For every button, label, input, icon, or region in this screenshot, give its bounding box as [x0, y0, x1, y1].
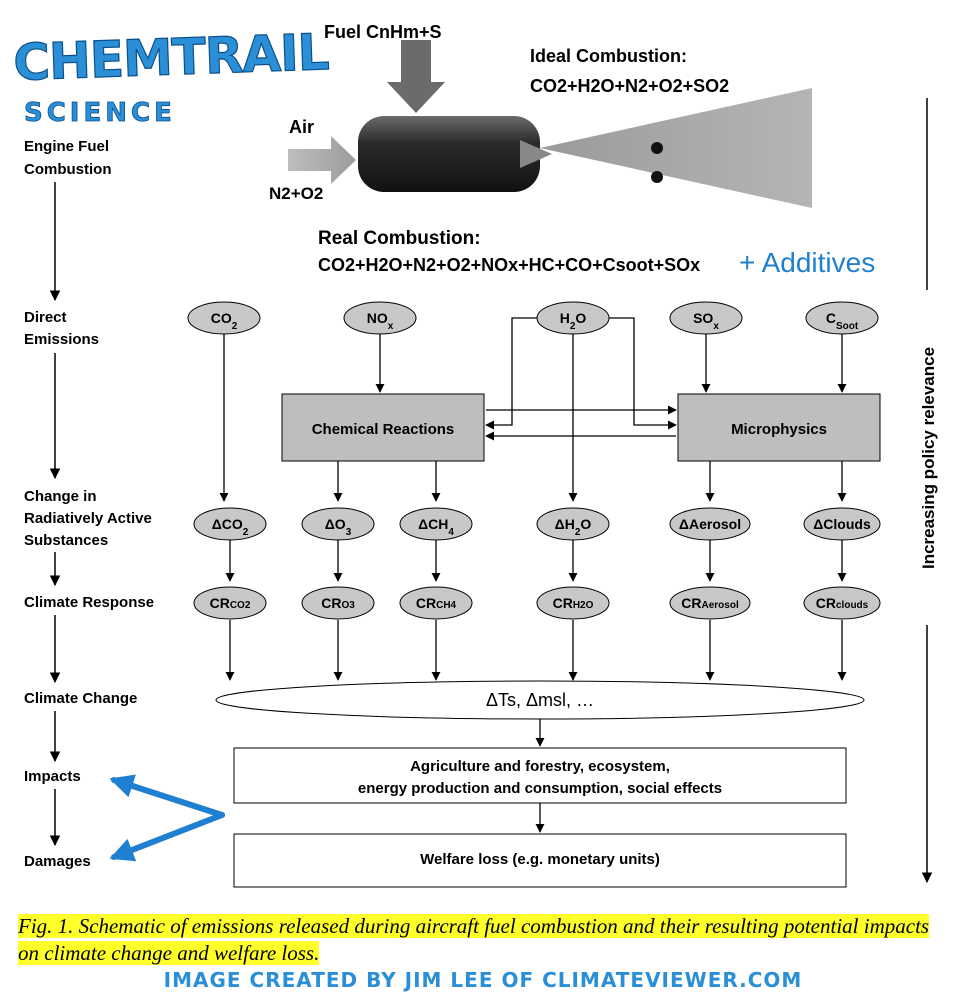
substance-nodes: ΔCO2 ΔO3 ΔCH4 ΔH2O ΔAerosol ΔClouds	[193, 507, 881, 541]
additives-label: + Additives	[739, 247, 875, 278]
air-label: Air	[289, 117, 314, 137]
climate-change-node: ΔTs, Δmsl, …	[215, 680, 865, 720]
logo-subtitle: SCIENCE	[24, 98, 176, 128]
air-mix-label: N2+O2	[269, 184, 323, 203]
impacts-line1: Agriculture and forestry, ecosystem,	[410, 758, 670, 775]
response-o3	[301, 586, 375, 620]
plume-dot	[651, 142, 663, 154]
damages-box: Welfare loss (e.g. monetary units)	[233, 833, 847, 888]
figure-caption: Fig. 1. Schematic of emissions released …	[18, 914, 930, 965]
chemtrail-science-logo: CHEMTRAIL SCIENCE	[12, 22, 330, 128]
stage-labels: Engine Fuel Combustion Direct Emissions …	[24, 138, 154, 870]
air-arrow	[288, 136, 356, 184]
real-combustion-title: Real Combustion:	[318, 228, 481, 249]
stage-change-line3: Substances	[24, 532, 108, 549]
blue-arrow-damages	[109, 812, 225, 862]
stage-change-line1: Change in	[24, 488, 97, 505]
exhaust-plume	[540, 88, 812, 208]
side-label: Increasing policy relevance	[919, 347, 938, 569]
stage-direct-line1: Direct	[24, 309, 67, 326]
response-h2o	[536, 586, 610, 620]
impacts-box: Agriculture and forestry, ecosystem, ene…	[233, 747, 847, 804]
microphysics-label: Microphysics	[731, 421, 827, 438]
connections	[219, 317, 847, 833]
stage-change-line2: Radiatively Active	[24, 510, 152, 527]
svg-text:ΔClouds: ΔClouds	[813, 516, 871, 532]
substance-h2o	[536, 507, 610, 541]
fuel-label: Fuel CnHm+S	[324, 22, 442, 42]
substance-clouds	[803, 507, 881, 541]
substance-ch4	[399, 507, 473, 541]
plume-dot	[651, 171, 663, 183]
stage-damages: Damages	[24, 853, 91, 870]
response-nodes: CRCO2 CRO3 CRCH4 CRH2O CRAerosol CRcloud…	[193, 586, 881, 620]
damages-text: Welfare loss (e.g. monetary units)	[420, 851, 660, 868]
chemical-reactions-box	[281, 393, 485, 462]
response-clouds	[803, 586, 881, 620]
fuel-arrow	[387, 40, 445, 113]
chemical-reactions-label: Chemical Reactions	[312, 421, 455, 438]
substance-aerosol	[669, 507, 751, 541]
real-combustion-formula: CO2+H2O+N2+O2+NOx+HC+CO+Csoot+SOx	[318, 255, 700, 275]
credit-line: Image created by Jim Lee of ClimateViewe…	[163, 968, 803, 992]
climate-change-text: ΔTs, Δmsl, …	[486, 690, 594, 710]
substance-co2	[193, 507, 267, 541]
engine-graphic	[288, 40, 812, 208]
stage-impacts: Impacts	[24, 768, 81, 785]
response-aerosol	[669, 586, 751, 620]
substance-o3	[301, 507, 375, 541]
stage-response: Climate Response	[24, 594, 154, 611]
impacts-line2: energy production and consumption, socia…	[358, 780, 722, 797]
stage-engine-line1: Engine Fuel	[24, 138, 109, 155]
stage-climate-change: Climate Change	[24, 690, 137, 707]
logo-title: CHEMTRAIL	[12, 23, 329, 92]
blue-arrow-impacts	[109, 774, 225, 818]
ideal-combustion-title: Ideal Combustion:	[530, 46, 687, 66]
stage-engine-line2: Combustion	[24, 161, 112, 178]
engine-nozzle	[520, 140, 552, 168]
stage-direct-line2: Emissions	[24, 331, 99, 348]
policy-relevance-axis: Increasing policy relevance	[919, 98, 938, 884]
microphysics-box	[677, 393, 881, 462]
svg-text:ΔAerosol: ΔAerosol	[679, 516, 741, 532]
blue-chevron-arrows	[109, 774, 225, 862]
process-boxes: Chemical Reactions Microphysics	[281, 393, 881, 462]
response-co2	[193, 586, 267, 620]
engine-body	[358, 116, 540, 192]
ideal-combustion-formula: CO2+H2O+N2+O2+SO2	[530, 76, 729, 96]
response-ch4	[399, 586, 473, 620]
